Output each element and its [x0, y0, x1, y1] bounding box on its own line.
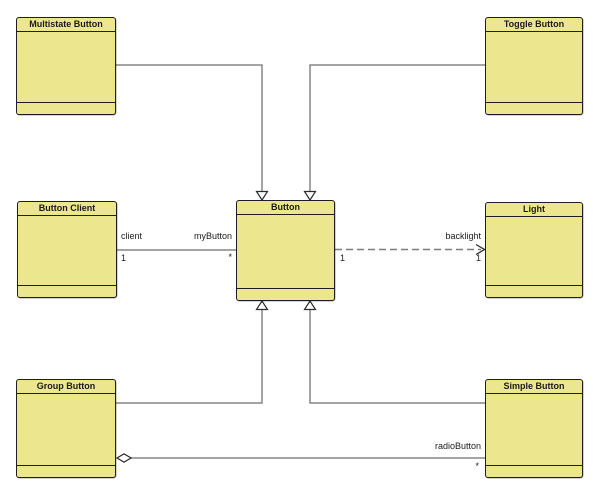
generalization-multistate-to-button[interactable] [116, 64, 269, 202]
label-backlight-source-multiplicity: 1 [340, 253, 346, 263]
class-attributes-compartment [486, 394, 582, 465]
generalization-simple-to-button[interactable] [303, 299, 486, 404]
class-button[interactable]: Button [236, 200, 335, 301]
label-backlight-role: backlight [445, 231, 481, 241]
class-operations-compartment [18, 285, 116, 297]
class-title: Toggle Button [486, 18, 582, 32]
class-operations-compartment [237, 288, 334, 300]
label-mybutton-role: myButton [193, 231, 232, 241]
generalization-triangle-icon [303, 190, 317, 202]
generalization-triangle-icon [255, 299, 269, 311]
class-title: Simple Button [486, 380, 582, 394]
class-attributes-compartment [18, 216, 116, 285]
class-multistate-button[interactable]: Multistate Button [16, 17, 116, 115]
generalization-triangle-icon [303, 299, 317, 311]
label-radiobutton-multiplicity: * [475, 461, 479, 471]
class-group-button[interactable]: Group Button [16, 379, 116, 478]
class-title: Button [237, 201, 334, 215]
class-simple-button[interactable]: Simple Button [485, 379, 583, 478]
class-operations-compartment [17, 465, 115, 477]
class-title: Button Client [18, 202, 116, 216]
label-client-multiplicity: 1 [121, 253, 127, 263]
aggregation-diamond-icon [115, 453, 133, 463]
class-title: Light [486, 203, 582, 217]
class-operations-compartment [486, 285, 582, 297]
class-title: Multistate Button [17, 18, 115, 32]
class-title: Group Button [17, 380, 115, 394]
aggregation-group-to-simple[interactable] [115, 453, 485, 463]
generalization-group-to-button[interactable] [116, 299, 269, 404]
generalization-triangle-icon [255, 190, 269, 202]
class-toggle-button[interactable]: Toggle Button [485, 17, 583, 115]
label-client-role: client [121, 231, 143, 241]
class-attributes-compartment [17, 32, 115, 102]
label-radiobutton-role: radioButton [434, 441, 481, 451]
class-attributes-compartment [486, 32, 582, 102]
class-attributes-compartment [237, 215, 334, 288]
label-mybutton-multiplicity: * [228, 252, 232, 262]
generalization-toggle-to-button[interactable] [303, 64, 486, 202]
label-backlight-target-multiplicity: 1 [475, 253, 481, 263]
class-operations-compartment [486, 102, 582, 114]
class-light[interactable]: Light [485, 202, 583, 298]
open-arrowhead-icon [475, 243, 486, 256]
class-operations-compartment [486, 465, 582, 477]
class-operations-compartment [17, 102, 115, 114]
association-button-to-light-dashed[interactable] [335, 243, 486, 256]
class-button-client[interactable]: Button Client [17, 201, 117, 298]
class-attributes-compartment [17, 394, 115, 465]
class-attributes-compartment [486, 217, 582, 285]
